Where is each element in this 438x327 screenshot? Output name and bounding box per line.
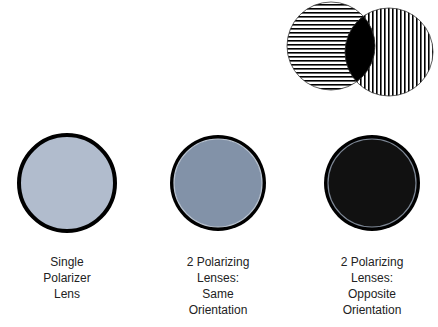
stripe-circles [287,2,433,96]
lens-caption: Single Polarizer Lens [31,254,103,302]
vertical-filter [345,8,433,96]
same-orientation-lens [170,135,266,231]
filter-outline [345,8,433,96]
single-lens [19,135,115,231]
opposite-orientation-lens [324,135,420,231]
lens-circle [19,135,115,231]
lens-rim [324,135,420,231]
lens-caption: 2 Polarizing Lenses: Same Orientation [182,254,254,318]
overlap-dark [345,8,433,96]
lens-rim [170,135,266,231]
lens-circle [174,139,262,227]
lens-circle [328,139,416,227]
filter-outline [287,2,375,90]
lens-caption: 2 Polarizing Lenses: Opposite Orientatio… [336,254,408,318]
